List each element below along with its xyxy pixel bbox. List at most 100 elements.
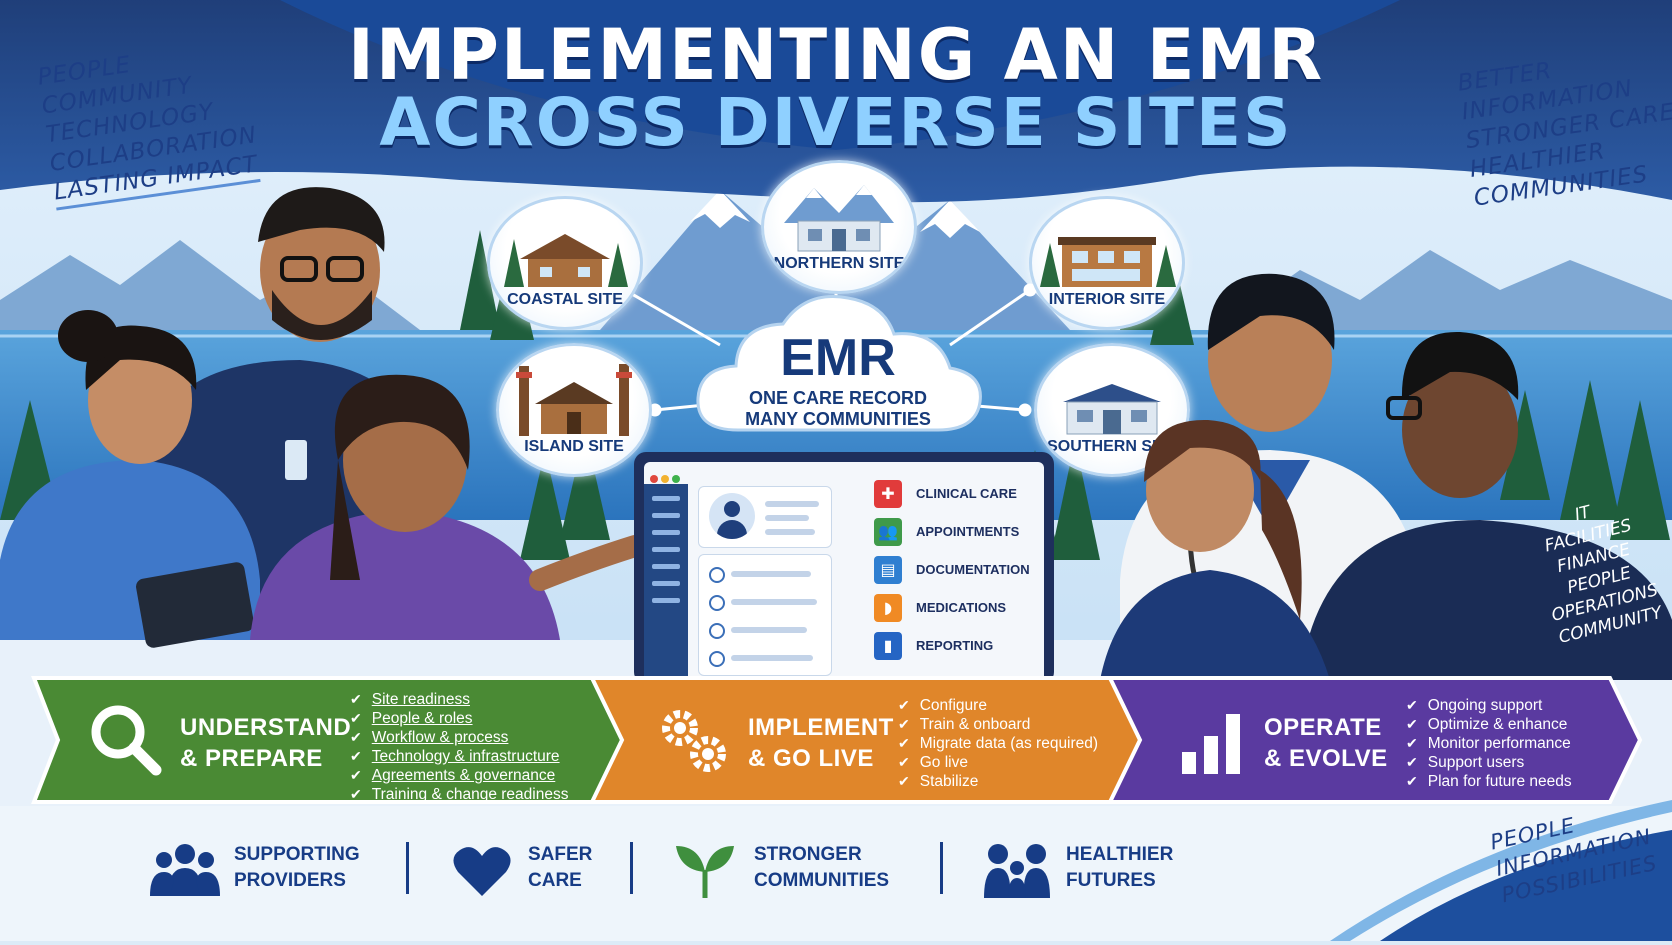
record-icon [709,567,725,583]
checklist-item: Support users [1406,753,1572,772]
record-list [698,554,832,676]
people-illustration-left [0,160,680,680]
bar-chart-icon [1182,714,1240,774]
footer-item-stronger-communities: STRONGER COMMUNITIES [754,842,889,894]
placeholder-line [765,501,819,507]
phase-title-line: OPERATE [1264,714,1382,741]
building-icon [516,364,632,436]
window-controls [650,468,680,487]
sidebar-nav-item[interactable] [652,598,680,603]
magnifier-icon [91,705,162,776]
checklist-item: Agreements & governance [350,766,568,785]
title-line-1: IMPLEMENTING AN EMR [347,14,1325,96]
placeholder-line [765,515,809,521]
site-interior: INTERIOR SITE [1029,196,1185,330]
patient-card[interactable] [698,486,832,548]
phase-title-line: & GO LIVE [748,745,874,772]
footer-divider [940,842,943,894]
sprout-icon [676,846,734,898]
clinicians-group-icon [0,187,646,648]
site-label: COASTAL SITE [507,291,623,308]
clinicians-group-icon [1100,273,1672,680]
footer-divider [406,842,409,894]
checklist-item: Stabilize [898,772,1098,791]
phase-title-line: IMPLEMENT [748,714,894,741]
checklist-item: Workflow & process [350,728,568,747]
menu-item-label: APPOINTMENTS [916,524,1020,539]
emr-sidebar [644,484,688,684]
checklist-item: Technology & infrastructure [350,747,568,766]
footer-item-safer-care: SAFER CARE [528,842,592,894]
footer-benefits: SUPPORTING PROVIDERS SAFER CARE STRONGER… [0,830,1672,910]
menu-item-label: CLINICAL CARE [916,486,1017,501]
sidebar-nav-item[interactable] [652,530,680,535]
tablet [136,562,254,648]
phase-title: OPERATE & EVOLVE [1264,712,1388,774]
gears-icon [662,710,726,772]
checklist-item: Migrate data (as required) [898,734,1098,753]
sidebar-nav-item[interactable] [652,513,680,518]
checklist-item: Site readiness [350,690,568,709]
checklist-item: Optimize & enhance [1406,715,1572,734]
emr-hub: EMR ONE CARE RECORD MANY COMMUNITIES [688,290,988,440]
site-label: NORTHERN SITE [773,255,905,272]
menu-item-label: DOCUMENTATION [916,562,1030,577]
building-icon [1040,237,1176,287]
checklist-item: People & roles [350,709,568,728]
footer-line: SUPPORTING [234,844,360,865]
footer-item-healthier-futures: HEALTHIER FUTURES [1066,842,1173,894]
footer-line: PROVIDERS [234,870,346,891]
emr-laptop [634,452,1054,684]
list-item[interactable] [709,623,819,639]
minimize-dot-icon[interactable] [661,475,669,483]
checklist-item: Go live [898,753,1098,772]
phase-implement-go-live: IMPLEMENT & GO LIVE Configure Train & on… [592,676,1112,800]
heart-icon [453,847,511,896]
record-icon [709,623,725,639]
title-line-2: ACROSS DIVERSE SITES [379,84,1293,161]
list-item[interactable] [709,651,819,667]
sidebar-nav-item[interactable] [652,547,680,552]
site-label: SOUTHERN SITE [1047,438,1177,455]
emr-screen [644,462,1044,684]
list-item[interactable] [709,567,819,583]
site-label: ISLAND SITE [524,438,624,455]
phase-checklist: Configure Train & onboard Migrate data (… [898,696,1098,791]
checklist-item: Configure [898,696,1098,715]
building-icon [784,185,894,252]
checklist-item: Train & onboard [898,715,1098,734]
pill-icon: ◗ [874,594,902,622]
sidebar-nav-item[interactable] [652,564,680,569]
maximize-dot-icon[interactable] [672,475,680,483]
phase-title: IMPLEMENT & GO LIVE [748,712,894,774]
checklist-item: Ongoing support [1406,696,1572,715]
menu-item-label: MEDICATIONS [916,600,1007,615]
phase-title-line: UNDERSTAND [180,714,352,741]
checklist-item: Plan for future needs [1406,772,1572,791]
people-icon: 👥 [874,518,902,546]
emr-hub-line-2: MANY COMMUNITIES [745,409,931,429]
id-badge [285,440,307,480]
record-icon [709,595,725,611]
phase-checklist: Ongoing support Optimize & enhance Monit… [1406,696,1572,791]
bar-chart-icon: ▮ [874,632,902,660]
checklist-item: Training & change readiness [350,785,569,804]
list-item[interactable] [709,595,819,611]
group-icon [150,844,220,896]
footer-line: CARE [528,870,582,891]
site-label: INTERIOR SITE [1048,291,1166,308]
building-icon [504,234,628,287]
site-northern: NORTHERN SITE [761,160,917,294]
phase-operate-evolve: OPERATE & EVOLVE Ongoing support Optimiz… [1110,676,1640,800]
site-coastal: COASTAL SITE [487,196,643,330]
cloud-icon [696,295,982,432]
site-southern: SOUTHERN SITE [1034,343,1190,477]
document-icon: ▤ [874,556,902,584]
emr-hub-title: EMR [780,329,896,387]
footer-line: SAFER [528,844,593,865]
cross-icon: ✚ [874,480,902,508]
sidebar-nav-item[interactable] [652,496,680,501]
close-dot-icon[interactable] [650,475,658,483]
avatar-icon [709,493,755,539]
sidebar-nav-item[interactable] [652,581,680,586]
